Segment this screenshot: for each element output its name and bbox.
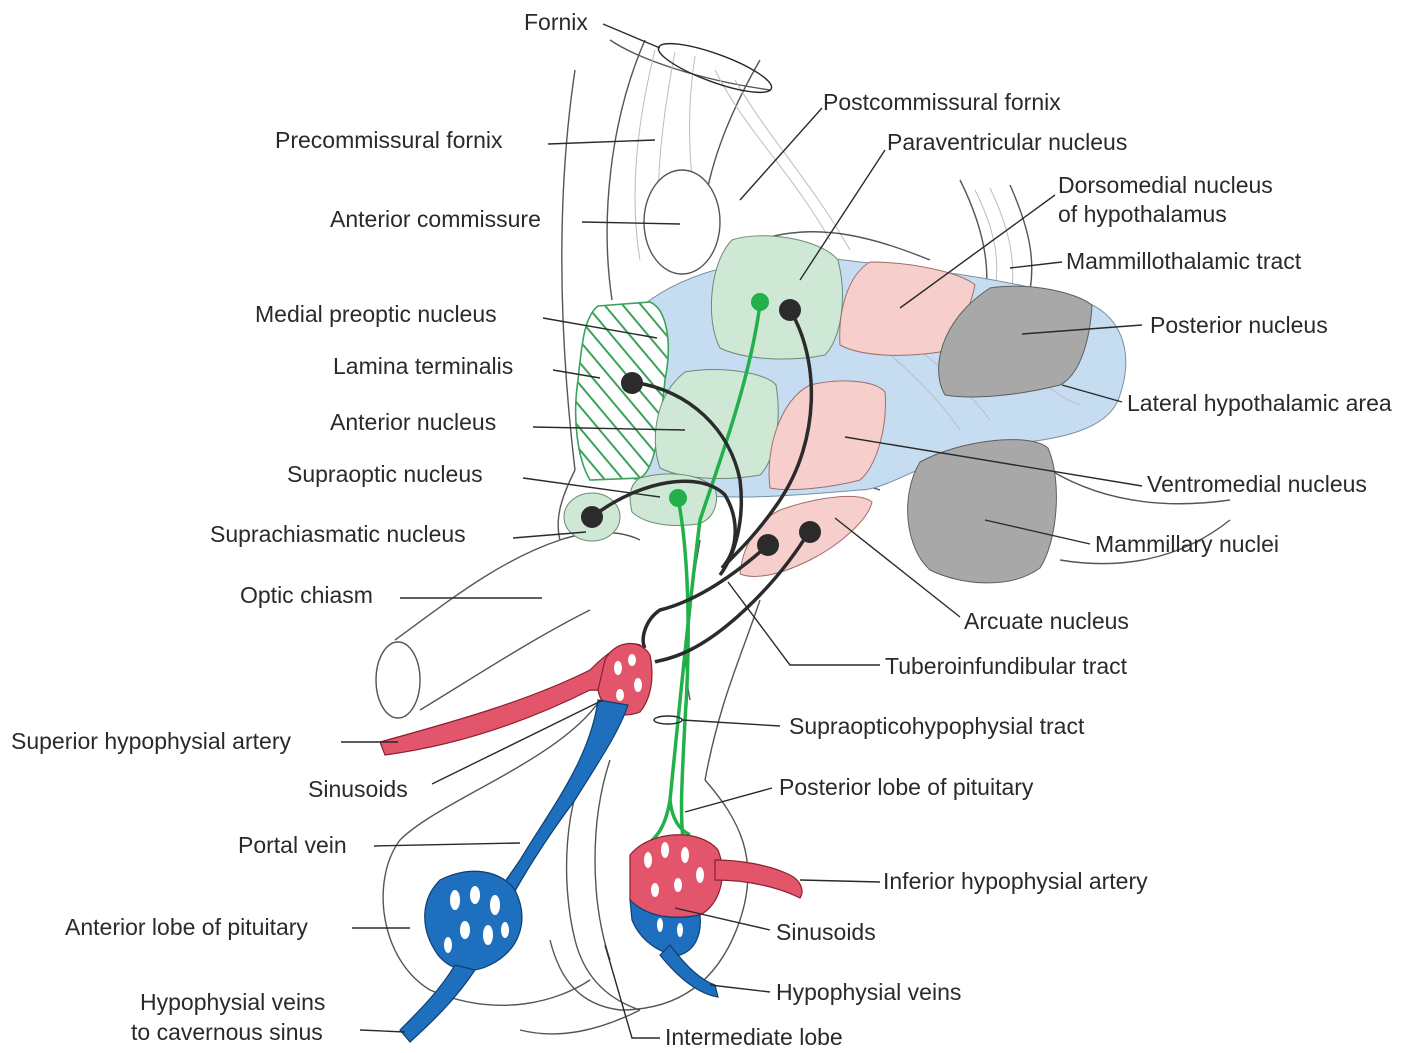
label-mammillothalamic-tract: Mammillothalamic tract [1066,248,1302,274]
posterior-capillary-plexus [630,835,722,918]
label-lamina-terminalis: Lamina terminalis [333,353,513,379]
label-anterior-lobe: Anterior lobe of pituitary [65,914,308,940]
medial-preoptic-nucleus-shape [576,302,669,480]
label-portal-vein: Portal vein [238,832,347,858]
label-inferior-hypophysial-artery: Inferior hypophysial artery [883,868,1148,894]
portal-vein-shape [485,700,628,910]
paraventricular-neuron-green [751,293,769,311]
label-anterior-nucleus: Anterior nucleus [330,409,496,435]
supraoptic-neuron-green [669,489,687,507]
label-supraoptic-nucleus: Supraoptic nucleus [287,461,483,487]
label-tuberoinfundibular-tract: Tuberoinfundibular tract [885,653,1128,679]
label-arcuate-nucleus: Arcuate nucleus [964,608,1129,634]
label-supraopticohypophysial-tract: Supraopticohypophysial tract [789,713,1085,739]
label-anterior-commissure: Anterior commissure [330,206,541,232]
label-hypophysial-veins-right: Hypophysial veins [776,979,961,1005]
label-medial-preoptic-nucleus: Medial preoptic nucleus [255,301,497,327]
label-hypophysial-veins-left-line1: Hypophysial veins [140,989,325,1015]
paraventricular-neuron-black [779,299,801,321]
arcuate-neuron-black-1 [757,534,779,556]
label-sinusoids-left: Sinusoids [308,776,408,802]
mammillary-nuclei-shape [908,440,1057,583]
paraventricular-nucleus-shape [711,236,842,359]
label-paraventricular-nucleus: Paraventricular nucleus [887,129,1127,155]
label-intermediate-lobe: Intermediate lobe [665,1024,843,1050]
label-dorsomedial-line2: of hypothalamus [1058,201,1227,227]
hypophysial-veins-left-shape [400,965,475,1042]
arcuate-neuron-black-2 [799,521,821,543]
label-hypophysial-veins-left-line2: to cavernous sinus [131,1019,323,1045]
label-postcommissural-fornix: Postcommissural fornix [823,89,1061,115]
anterior-commissure-shape [644,170,720,274]
label-posterior-nucleus: Posterior nucleus [1150,312,1328,338]
label-fornix: Fornix [524,9,588,35]
label-superior-hypophysial-artery: Superior hypophysial artery [11,728,291,754]
suprachiasmatic-neuron-black [581,506,603,528]
lamina-neuron-black [621,372,643,394]
label-dorsomedial-line1: Dorsomedial nucleus [1058,172,1273,198]
label-optic-chiasm: Optic chiasm [240,582,373,608]
label-suprachiasmatic-nucleus: Suprachiasmatic nucleus [210,521,466,547]
label-posterior-lobe: Posterior lobe of pituitary [779,774,1034,800]
inferior-hypophysial-artery-shape [715,860,802,898]
label-sinusoids-right: Sinusoids [776,919,876,945]
secondary-capillary-plexus [425,871,522,970]
hypophysial-veins-right-shape [660,945,718,997]
label-precommissural-fornix: Precommissural fornix [275,127,503,153]
label-mammillary-nuclei: Mammillary nuclei [1095,531,1279,557]
anterior-nucleus-shape [655,370,778,479]
label-ventromedial-nucleus: Ventromedial nucleus [1147,471,1367,497]
label-lateral-hypothalamic-area: Lateral hypothalamic area [1127,390,1392,416]
